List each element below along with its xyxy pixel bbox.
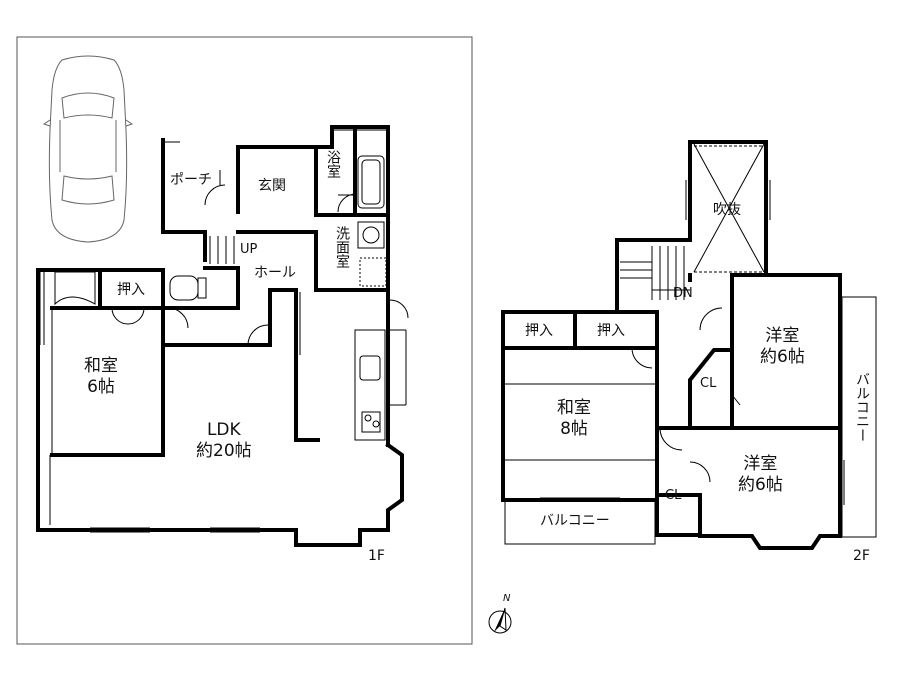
room-label-closet: 押入: [117, 282, 145, 298]
site-boundary: [16, 36, 473, 645]
room-label-bath: 浴室: [325, 150, 341, 178]
room-label-closet-b: 押入: [597, 323, 625, 339]
floor2-doors: [631, 307, 741, 483]
car-icon: [42, 55, 134, 243]
stair-label-up: UP: [240, 242, 258, 257]
room-label-western-ne: 洋室 約6帖: [760, 326, 805, 369]
washitsu-name: 和室: [84, 356, 118, 376]
room-label-balcony-south: バルコニー: [540, 513, 610, 529]
western-se-size: 約6帖: [738, 475, 783, 496]
ldk-name: LDK: [206, 420, 241, 440]
floor1-walls: [36, 125, 404, 547]
room-label-closet-a: 押入: [525, 323, 553, 339]
room-label-ldk: LDK 約20帖: [196, 420, 252, 463]
washitsu-2f-name: 和室: [557, 398, 591, 418]
western-ne-size: 約6帖: [760, 347, 805, 368]
floor2-thin: [503, 143, 877, 545]
floor1-fixtures: [54, 155, 387, 441]
western-ne-name: 洋室: [765, 326, 800, 346]
floor1-doors: [111, 170, 409, 346]
room-label-hall: ホール: [254, 265, 296, 281]
compass-north-label: N: [503, 593, 511, 604]
room-label-void: 吹抜: [713, 202, 741, 218]
floor1-stairs: [209, 236, 235, 264]
room-label-washitsu-2f: 和室 8帖: [557, 398, 591, 441]
room-label-cl-upper: CL: [700, 376, 717, 391]
washitsu-2f-size: 8帖: [560, 419, 588, 440]
floor-label-1f: 1F: [368, 548, 385, 564]
room-label-washroom: 洗面室: [334, 226, 350, 268]
ldk-size: 約20帖: [196, 441, 252, 462]
washitsu-size: 6帖: [87, 377, 115, 398]
room-label-washitsu: 和室 6帖: [84, 356, 118, 399]
room-label-western-se: 洋室 約6帖: [738, 454, 783, 497]
floor-label-2f: 2F: [853, 548, 870, 564]
room-label-cl-lower: CL: [665, 488, 682, 503]
room-label-porch: ポーチ: [170, 172, 212, 188]
stair-label-dn: DN: [673, 286, 693, 301]
room-label-balcony-east: バルコニー: [854, 372, 870, 442]
floor1-windows: [39, 129, 407, 533]
compass-icon: [488, 607, 512, 634]
floor2-stairs: [620, 246, 690, 300]
western-se-name: 洋室: [743, 454, 778, 474]
room-label-entrance: 玄関: [258, 178, 286, 194]
